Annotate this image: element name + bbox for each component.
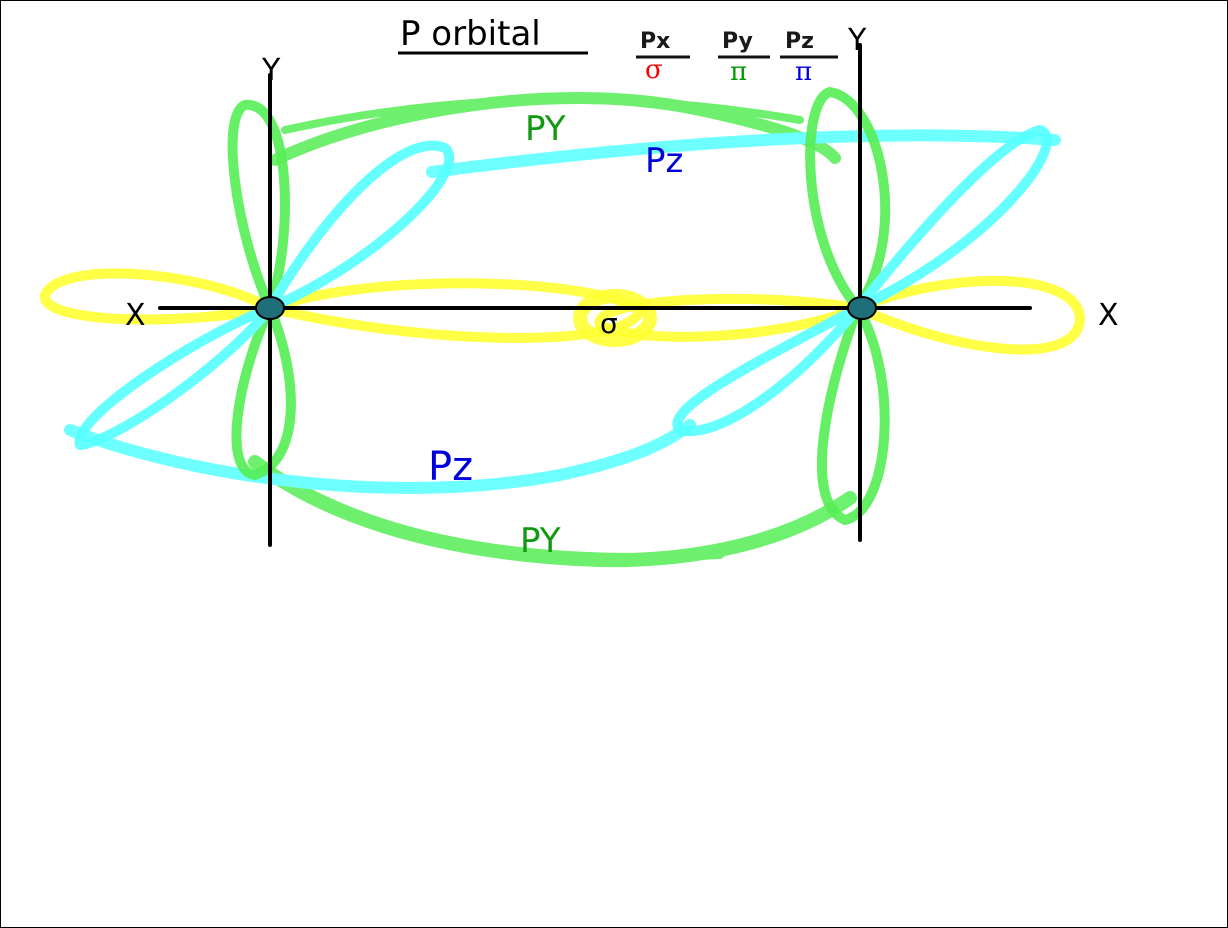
legend-px: Px σ: [636, 29, 690, 85]
pz-bottom-label: Pz: [428, 444, 473, 490]
right-x-label: X: [1098, 298, 1119, 333]
right-nucleus: [847, 296, 877, 320]
legend-px-bottom: σ: [645, 55, 663, 85]
py-top-bond-edge: [281, 95, 804, 134]
right-px-lobe-inner: [594, 293, 863, 342]
left-y-label: Y: [261, 53, 281, 88]
left-px-lobe-outer: [40, 268, 275, 325]
legend-px-top: Px: [640, 29, 670, 54]
left-pz-lobe-lower: [74, 303, 275, 450]
legend-pz: Pz π: [780, 29, 838, 87]
legend-py-bottom: π: [730, 57, 747, 87]
sigma-overlap-region: [573, 289, 657, 347]
legend-py: Py π: [718, 29, 770, 87]
left-x-label: X: [125, 298, 146, 333]
legend-pz-top: Pz: [785, 29, 814, 54]
py-top-label: PY: [525, 109, 566, 149]
py-bottom-label: PY: [520, 521, 561, 561]
sigma-label: σ: [600, 307, 618, 340]
py-bottom-bond-edge: [266, 466, 724, 562]
right-py-lobe-top: [805, 87, 891, 313]
pz-top-label: Pz: [645, 141, 683, 181]
left-py-lobe-bottom: [231, 303, 296, 480]
right-pz-lobe-upper: [853, 125, 1052, 313]
right-py-lobe-bottom: [816, 303, 890, 525]
left-nucleus: [255, 296, 285, 320]
left-py-lobe-top: [227, 99, 290, 313]
right-pz-lobe-lower: [672, 303, 863, 437]
right-y-label: Y: [847, 23, 867, 58]
right-px-lobe-outer: [853, 275, 1085, 355]
legend-pz-bottom: π: [795, 57, 812, 87]
left-pz-lobe-upper: [265, 140, 455, 313]
diagram-title: P orbital: [400, 14, 541, 54]
pz-top-bond: [426, 129, 1061, 178]
pz-bottom-bond: [64, 419, 696, 494]
legend-py-top: Py: [722, 29, 753, 54]
